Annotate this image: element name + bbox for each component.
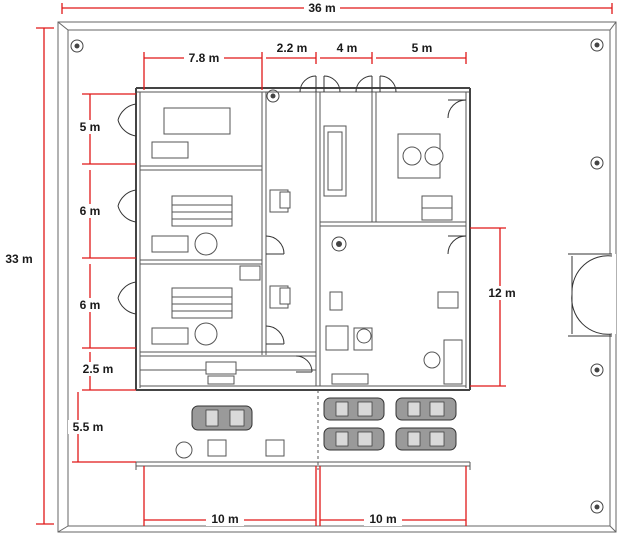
- building-walls: [135, 87, 471, 391]
- parking-area: [135, 390, 471, 470]
- doors: [117, 75, 467, 373]
- dim-room1-height: 5 m: [80, 120, 101, 134]
- dimension-lines: [36, 3, 613, 526]
- dim-hall-width: 4 m: [337, 41, 358, 55]
- dim-corridor-width: 2.2 m: [277, 41, 308, 55]
- site-boundary: [57, 21, 617, 533]
- dim-strip-height: 2.5 m: [83, 362, 114, 376]
- dim-parking-depth: 5.5 m: [73, 420, 104, 434]
- dim-room3-height: 6 m: [80, 298, 101, 312]
- dimension-labels: 36 m 33 m 7.8 m 2.2 m 4 m 5 m 5 m 6 m 6 …: [0, 1, 522, 526]
- dim-office-width: 5 m: [412, 41, 433, 55]
- dim-total-height: 33 m: [5, 252, 32, 266]
- dim-total-width: 36 m: [308, 1, 335, 15]
- plant-icon: [70, 38, 604, 514]
- dim-right-block-height: 12 m: [488, 286, 515, 300]
- dim-room2-height: 6 m: [80, 204, 101, 218]
- dim-bottom-right-width: 10 m: [369, 512, 396, 526]
- main-gate: [568, 253, 616, 337]
- dim-room-width-left: 7.8 m: [189, 51, 220, 65]
- furniture: [151, 107, 463, 385]
- dim-bottom-left-width: 10 m: [211, 512, 238, 526]
